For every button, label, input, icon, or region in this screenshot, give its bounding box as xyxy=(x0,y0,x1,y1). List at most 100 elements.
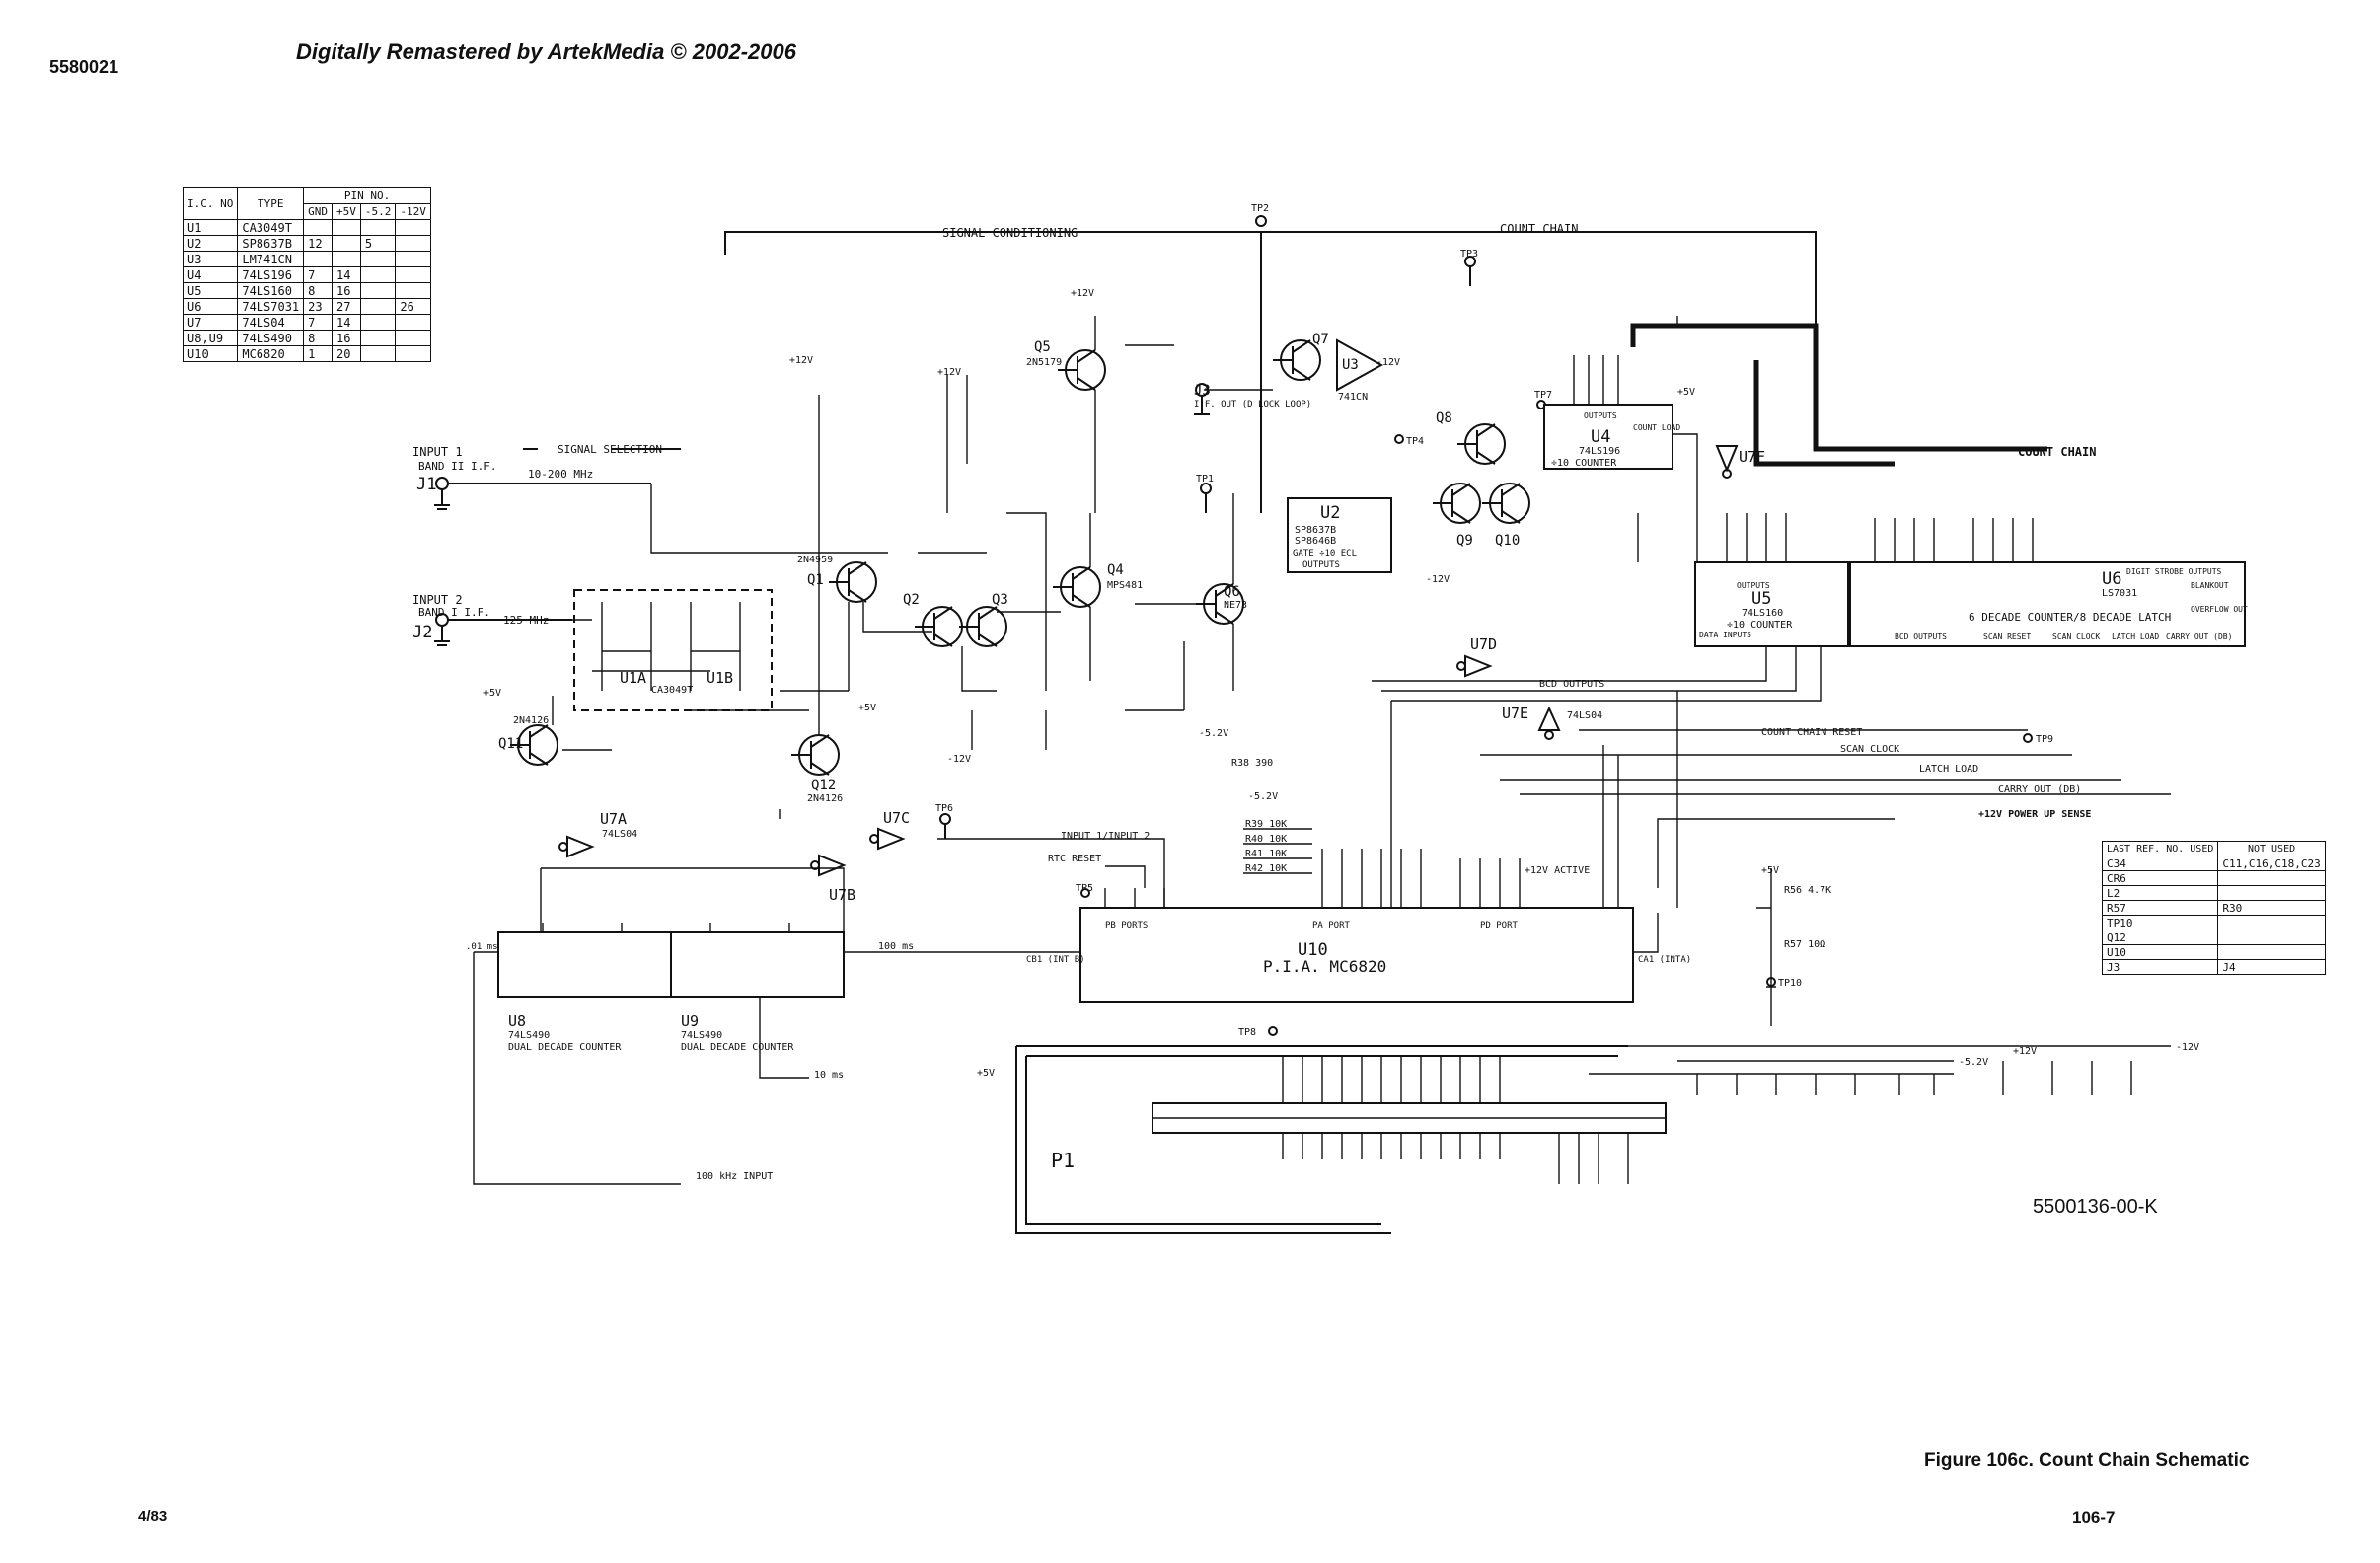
label-signal-selection: SIGNAL SELECTION xyxy=(558,443,662,456)
label-u2: U2 xyxy=(1320,503,1340,523)
transistor-q9 xyxy=(1433,483,1481,524)
control-signal-wires xyxy=(937,691,2171,908)
inverter-u7e xyxy=(1537,706,1561,740)
inverter-u7d xyxy=(1456,654,1493,678)
label-u6-digit-strobe: DIGIT STROBE OUTPUTS xyxy=(2126,567,2222,576)
table-cell: MC6820 xyxy=(237,345,305,362)
label-u1b: U1B xyxy=(707,669,733,687)
table-cell: 74LS196 xyxy=(237,266,305,283)
label-rail-minus52: -5.2V xyxy=(1959,1057,1988,1068)
col-header-ic-no: I.C. NO xyxy=(182,187,239,220)
label-q9: Q9 xyxy=(1456,533,1473,549)
label-q5-type: 2N5179 xyxy=(1026,357,1062,368)
figure-caption: Figure 106c. Count Chain Schematic xyxy=(1924,1451,2250,1471)
label-u7a: U7A xyxy=(600,810,627,828)
label-u8: U8 xyxy=(508,1012,526,1030)
label-u1-type: CA3049T xyxy=(651,685,693,696)
label-j3-note: I.F. OUT (D LOCK LOOP) xyxy=(1194,400,1311,409)
label-supply-plus12-q1: +12V xyxy=(789,355,813,366)
transistor-q11 xyxy=(510,724,558,766)
label-q10: Q10 xyxy=(1495,533,1520,549)
label-tp8: TP8 xyxy=(1238,1027,1256,1038)
u1-amplifier xyxy=(573,589,773,711)
label-q2: Q2 xyxy=(903,592,920,608)
label-u7c: U7C xyxy=(883,809,910,827)
transistor-q5 xyxy=(1058,349,1106,391)
test-point-tp4 xyxy=(1394,434,1404,444)
label-supply-plus5-q12: +5V xyxy=(858,703,876,713)
label-j1: J1 xyxy=(416,475,436,494)
label-q12-type: 2N4126 xyxy=(807,793,843,804)
label-count-chain-reset: COUNT CHAIN RESET xyxy=(1761,727,1862,738)
table-row: L2 xyxy=(2101,885,2326,901)
label-u6-overflow: OVERFLOW OUT xyxy=(2191,605,2248,614)
ic-u8-u9-counters xyxy=(473,867,1066,1185)
label-supply-minus52-u2: -5.2V xyxy=(1248,791,1278,802)
label-pa-port: PA PORT xyxy=(1312,921,1351,930)
label-q6: Q6 xyxy=(1224,584,1240,600)
label-u7-type-a: 74LS04 xyxy=(602,829,637,840)
label-q7: Q7 xyxy=(1312,332,1329,347)
table-cell: C34 xyxy=(2101,856,2219,871)
table-cell: 74LS7031 xyxy=(237,298,305,315)
test-point-tp3 xyxy=(1464,256,1476,286)
label-ca1: CA1 (INTA) xyxy=(1638,955,1691,965)
label-u5-data-inputs: DATA INPUTS xyxy=(1699,631,1751,639)
label-supply-minus12-q9: -12V xyxy=(1426,574,1450,585)
ic-u2 xyxy=(1287,497,1392,573)
transistor-q3 xyxy=(959,606,1007,647)
table-cell: 16 xyxy=(332,330,361,346)
table-cell: 74LS160 xyxy=(237,282,305,299)
label-q4-type: MPS481 xyxy=(1107,580,1143,591)
label-r41: R41 10K xyxy=(1245,849,1287,859)
label-u10: U10 xyxy=(1298,940,1328,960)
table-cell: 20 xyxy=(332,345,361,362)
label-input1: INPUT 1 xyxy=(412,445,463,459)
label-freq-01ms: .01 ms xyxy=(466,942,498,952)
transistor-q1 xyxy=(829,561,877,603)
label-u6-scan-clock: SCAN CLOCK xyxy=(2052,633,2100,641)
label-u1a: U1A xyxy=(620,669,646,687)
table-cell: LM741CN xyxy=(237,251,305,267)
table-cell: C11,C16,C18,C23 xyxy=(2217,856,2326,871)
test-point-tp6 xyxy=(939,813,951,839)
label-r57: R57 10Ω xyxy=(1784,939,1825,950)
label-q11-type: 2N4126 xyxy=(513,715,549,726)
label-tp9: TP9 xyxy=(2036,734,2053,745)
document-number: 5580021 xyxy=(49,57,119,77)
table-cell: U10 xyxy=(182,345,239,362)
connector-p1 xyxy=(1015,1045,1667,1234)
label-tp4: TP4 xyxy=(1406,436,1424,447)
label-pwr-active: +12V ACTIVE xyxy=(1525,865,1590,876)
label-u8-desc: DUAL DECADE COUNTER xyxy=(508,1042,622,1053)
label-r38: R38 390 xyxy=(1231,758,1273,769)
ic-u5 xyxy=(1694,561,1849,647)
label-input2-freq: 125 MHz xyxy=(503,614,549,627)
label-input1-freq: 10-200 MHz xyxy=(528,468,593,481)
footer-page-number: 106-7 xyxy=(2072,1508,2116,1526)
label-u5-desc: ÷10 COUNTER xyxy=(1727,620,1793,631)
signal-path-wires xyxy=(552,316,1273,819)
transistor-q10 xyxy=(1482,483,1530,524)
label-u4-outputs: OUTPUTS xyxy=(1584,411,1617,420)
label-u10-desc: P.I.A. MC6820 xyxy=(1263,957,1386,976)
ic-u4 xyxy=(1543,404,1673,470)
transistor-q6 xyxy=(1196,583,1244,625)
ic-u10-pia xyxy=(1066,849,1659,1003)
label-u2-type2: SP8646B xyxy=(1295,536,1336,547)
ic-pin-table: I.C. NO TYPE PIN NO. GND +5V -5.2 -12V U… xyxy=(182,187,431,362)
label-u8-type: 74LS490 xyxy=(508,1030,550,1041)
label-supply-plus5-q11: +5V xyxy=(483,688,501,699)
test-point-tp9 xyxy=(2023,733,2033,743)
label-q11: Q11 xyxy=(498,736,523,752)
test-point-tp1 xyxy=(1200,483,1212,513)
label-u9-desc: DUAL DECADE COUNTER xyxy=(681,1042,794,1053)
label-bcd-outputs: BCD OUTPUTS xyxy=(1539,679,1604,690)
label-u4-count-load: COUNT LOAD xyxy=(1633,423,1680,432)
label-j2: J2 xyxy=(412,623,432,642)
